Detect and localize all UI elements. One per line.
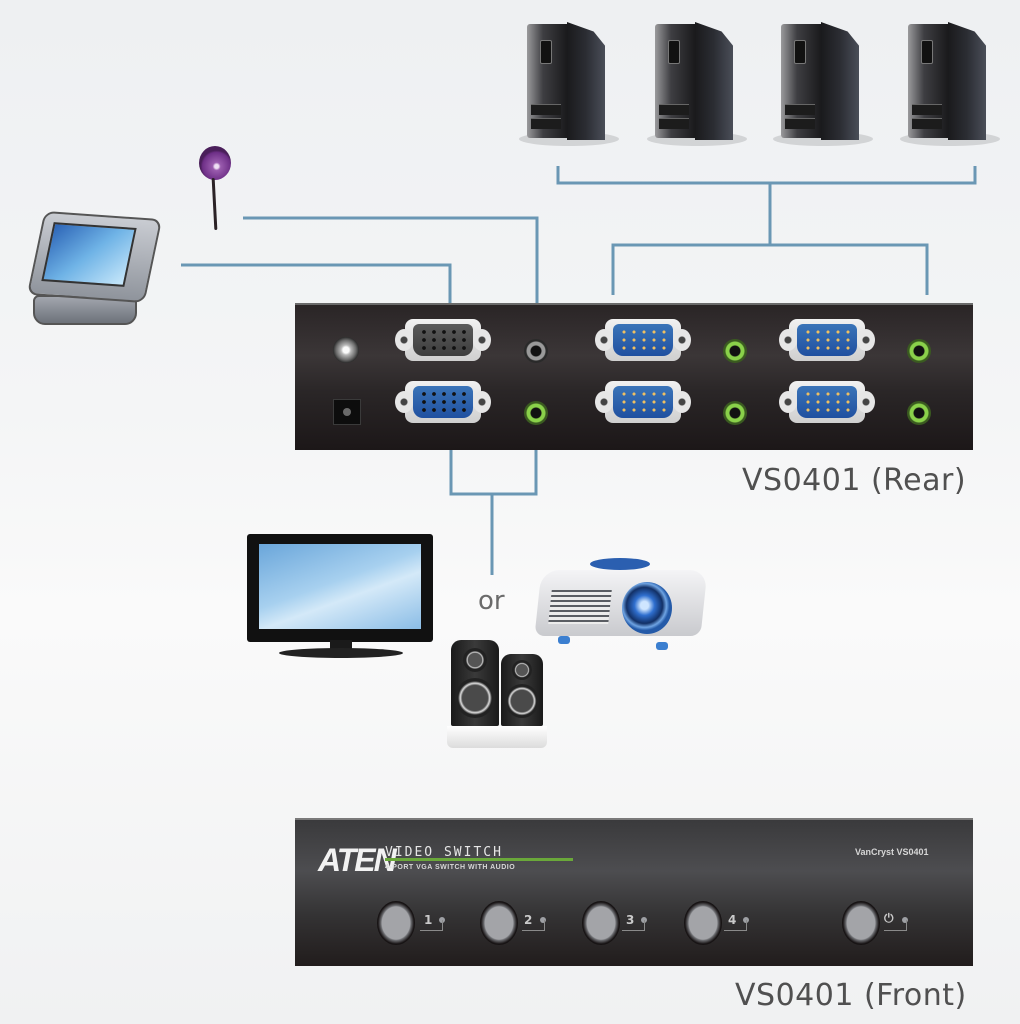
port-select-button-3[interactable] [582, 901, 620, 945]
ir-receiver-icon [199, 146, 231, 180]
touch-panel-icon [25, 210, 163, 330]
cpu-vga-port-3 [595, 381, 691, 423]
accent-bar [385, 858, 573, 861]
led-bracket [522, 920, 545, 931]
power-led [902, 917, 908, 923]
cpu-vga-port-2 [779, 319, 875, 361]
port-led-2 [540, 917, 546, 923]
speakers-icon [443, 640, 553, 750]
port-label-2: 2 [524, 913, 533, 927]
computer-tower-4 [900, 22, 1000, 146]
model-text: VanCryst VS0401 [855, 847, 929, 857]
cpu-ports-line [611, 243, 929, 295]
product-subtitle: 4-PORT VGA SWITCH WITH AUDIO [385, 864, 516, 871]
cpu-vga-port-1 [595, 319, 691, 361]
lcd-monitor-icon [247, 534, 435, 660]
cpu-audio-jack-1 [723, 339, 747, 363]
front-panel-label: VS0401 (Front) [735, 978, 967, 1013]
console-vga-port [395, 381, 491, 423]
computers-bus-line [556, 166, 977, 185]
power-jack-icon [333, 399, 361, 425]
power-icon: ⏻ [884, 911, 894, 925]
led-bracket [724, 920, 747, 931]
cpu-audio-jack-4 [907, 401, 931, 425]
port-label-1: 1 [424, 913, 433, 927]
computer-tower-1 [519, 22, 619, 146]
port-label-4: 4 [728, 913, 737, 927]
port-select-button-1[interactable] [377, 901, 415, 945]
port-select-button-4[interactable] [684, 901, 722, 945]
led-bracket [622, 920, 645, 931]
ground-terminal-icon [333, 337, 359, 363]
rs232-port [395, 319, 491, 361]
cpu-vga-port-4 [779, 381, 875, 423]
led-bracket [420, 920, 443, 931]
port-label-3: 3 [626, 913, 635, 927]
touch-panel-line [181, 263, 452, 320]
computer-tower-2 [647, 22, 747, 146]
rear-panel [295, 303, 973, 450]
rear-panel-label: VS0401 (Rear) [742, 463, 967, 498]
cpu-audio-jack-2 [907, 339, 931, 363]
product-line-text: VIDEO SWITCH [385, 845, 503, 860]
power-button[interactable] [842, 901, 880, 945]
projector-icon [534, 556, 708, 656]
ir-receiver-line [243, 216, 539, 335]
port-select-button-2[interactable] [480, 901, 518, 945]
or-separator: or [478, 586, 505, 616]
console-audio-out-jack [524, 401, 548, 425]
console-audio-in-jack [524, 339, 548, 363]
cpu-audio-jack-3 [723, 401, 747, 425]
computer-tower-3 [773, 22, 873, 146]
led-bracket [884, 920, 907, 931]
aten-logo: ATEN [318, 842, 397, 878]
